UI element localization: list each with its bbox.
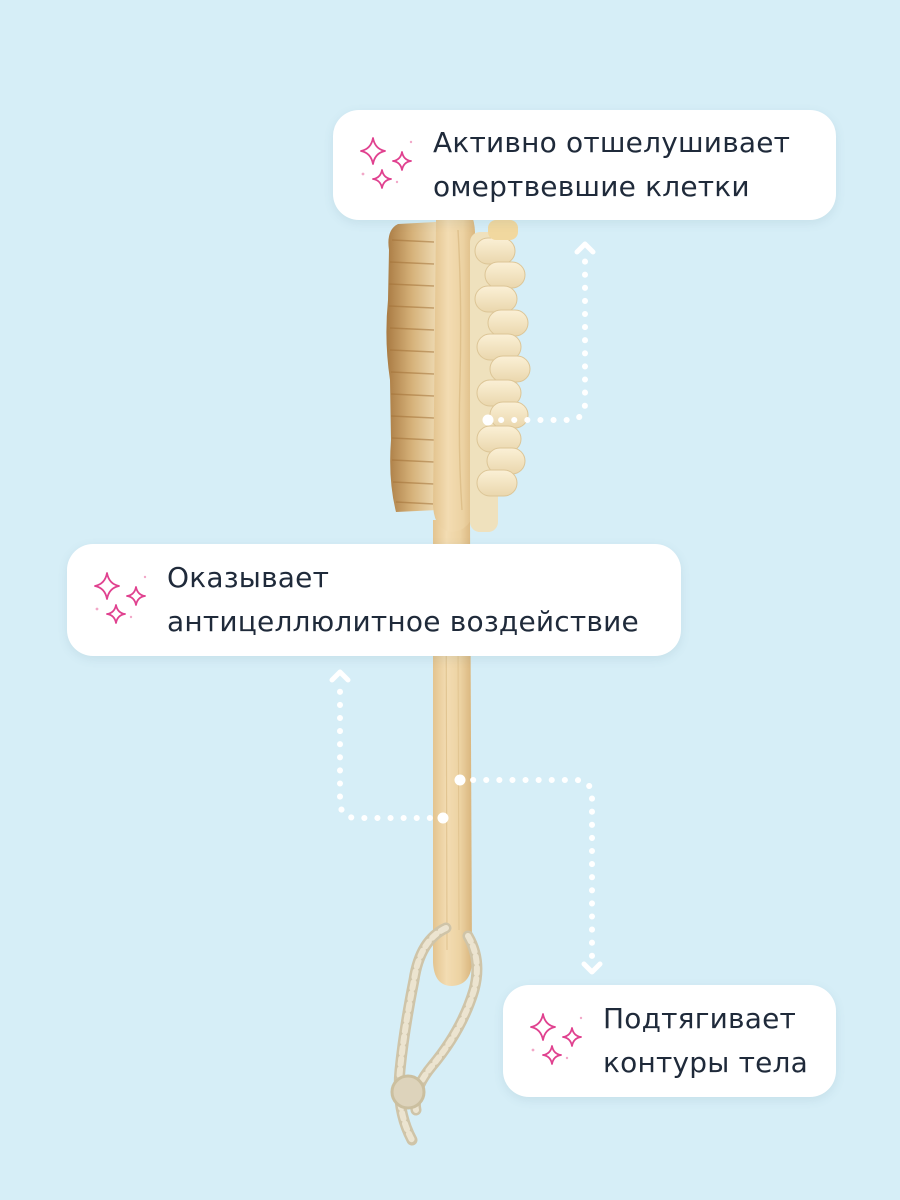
- connector-dots: [337, 255, 595, 961]
- benefit-line-2: омертвевшие клетки: [433, 170, 750, 203]
- benefit-line-1: Подтягивает: [603, 1002, 797, 1035]
- hanging-rope: [390, 922, 483, 1146]
- massage-nubs: [470, 220, 531, 532]
- sparkle-icon: [530, 1013, 583, 1065]
- benefit-text: Оказывает антицеллюлитное воздействие: [167, 556, 639, 644]
- benefit-line-1: Активно отшелушивает: [433, 126, 791, 159]
- sparkle-icon: [94, 572, 147, 624]
- benefit-text: Подтягивает контуры тела: [603, 997, 808, 1085]
- benefit-text: Активно отшелушивает омертвевшие клетки: [433, 121, 790, 209]
- sparkle-icon: [360, 137, 413, 189]
- benefit-card-tighten: Подтягивает контуры тела: [503, 985, 836, 1097]
- brush-head: [433, 206, 476, 532]
- benefit-line-2: контуры тела: [603, 1046, 809, 1079]
- benefit-card-exfoliate: Активно отшелушивает омертвевшие клетки: [333, 110, 836, 220]
- natural-bristles: [386, 222, 438, 512]
- benefit-line-2: антицеллюлитное воздействие: [167, 605, 639, 638]
- benefit-line-1: Оказывает: [167, 561, 330, 594]
- connector-arrowheads: [329, 241, 603, 975]
- benefit-card-anticellulite: Оказывает антицеллюлитное воздействие: [67, 544, 681, 656]
